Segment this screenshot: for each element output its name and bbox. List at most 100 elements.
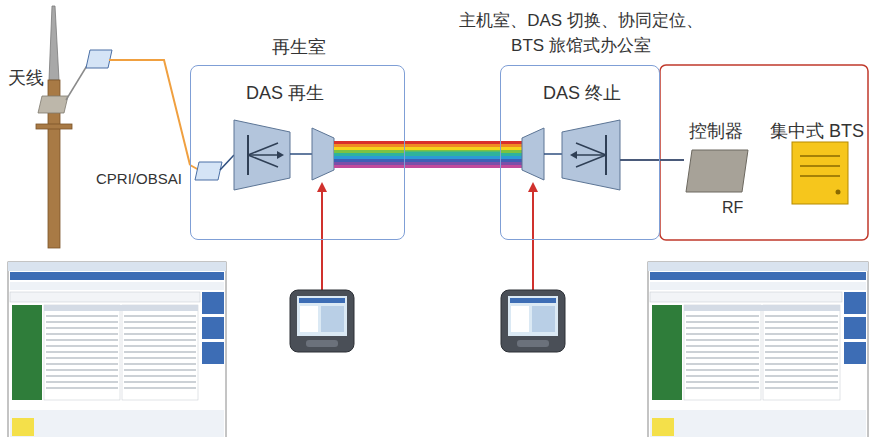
test-screenshot	[10, 272, 224, 280]
test-screenshot	[652, 418, 674, 436]
fiber-bundle	[334, 156, 522, 159]
termination-equipment	[544, 153, 562, 155]
signal-label: RF	[722, 198, 743, 217]
handheld-tester	[321, 306, 344, 332]
fiber-bundle	[334, 141, 522, 168]
fiber-bundle	[334, 147, 522, 150]
regen-equipment	[248, 154, 280, 156]
test-screenshot	[202, 317, 224, 339]
antenna-pole	[86, 50, 112, 68]
test-screenshot	[10, 292, 200, 302]
fiber-bundle	[334, 162, 522, 165]
antenna-label: 天线	[8, 67, 44, 90]
handheld-tester	[517, 340, 549, 347]
test-arrows	[532, 190, 534, 290]
antenna-pole	[36, 124, 72, 129]
fiber-bundle	[334, 141, 522, 144]
handheld-tester	[290, 290, 354, 352]
termination-equipment	[562, 120, 620, 190]
test-screenshot	[648, 262, 868, 437]
test-screenshot	[8, 262, 226, 437]
test-screenshot	[46, 316, 196, 388]
regen-equipment	[248, 155, 278, 167]
room-heading: 主机室、DAS 切换、协同定位、 BTS 旅馆式办公室	[446, 8, 716, 58]
bts-server-icon	[792, 142, 848, 204]
termination-equipment	[576, 143, 606, 155]
fiber-bundle	[334, 165, 522, 168]
regen-equipment	[248, 143, 278, 155]
handheld-tester	[532, 306, 555, 332]
test-arrows	[528, 182, 538, 192]
handheld-tester	[511, 306, 529, 332]
test-screenshot	[648, 262, 868, 271]
das-termination-box: 主机室、DAS 切换、协同定位、 BTS 旅馆式办公室DAS 终止	[500, 65, 660, 240]
handheld-tester	[501, 290, 565, 352]
bts-server-icon	[836, 190, 841, 195]
test-screenshot	[650, 282, 866, 290]
rf-link	[660, 159, 684, 161]
device-label: 控制器	[684, 120, 748, 143]
controller-icon	[686, 150, 748, 192]
bts-server-icon	[800, 175, 840, 177]
fiber-bundle	[334, 144, 522, 147]
test-screenshot	[684, 305, 840, 311]
test-screenshot	[648, 262, 868, 437]
box-label: DAS 终止	[543, 82, 621, 105]
host-room-outline	[660, 65, 868, 240]
regen-equipment	[190, 120, 334, 190]
regen-equipment	[234, 120, 290, 190]
test-screenshot	[202, 292, 224, 314]
handheld-tester	[510, 298, 556, 303]
termination-equipment	[574, 154, 606, 156]
bts-server-icon	[800, 165, 840, 167]
handheld-tester	[300, 306, 318, 332]
fiber-bundle	[334, 153, 522, 156]
regen-equipment	[312, 128, 334, 180]
regen-room-box: 再生室DAS 再生	[190, 65, 405, 240]
test-screenshot	[844, 342, 866, 364]
test-screenshot	[650, 292, 842, 302]
test-screenshot	[650, 410, 866, 437]
test-arrows	[317, 182, 327, 192]
regen-equipment	[277, 151, 284, 159]
handheld-tester	[508, 296, 558, 336]
antenna-pole	[49, 6, 59, 80]
termination-equipment	[522, 128, 544, 180]
test-screenshot	[8, 262, 226, 437]
test-screenshot	[652, 305, 682, 400]
box-label: DAS 再生	[246, 82, 324, 105]
test-arrows	[317, 182, 538, 290]
controller-node: 控制器	[684, 114, 748, 196]
central-bts-node: 集中式 BTS	[766, 114, 869, 206]
test-screenshot	[44, 305, 198, 311]
test-screenshot	[202, 342, 224, 364]
handheld-tester	[501, 290, 565, 352]
cpri-link	[114, 60, 190, 165]
termination-equipment	[570, 151, 577, 159]
regen-equipment	[195, 162, 222, 180]
handheld-tester	[299, 298, 345, 303]
termination-equipment	[522, 120, 660, 190]
bts-server-icon	[800, 155, 840, 157]
handheld-tester	[306, 340, 338, 347]
test-screenshot	[844, 317, 866, 339]
test-screenshot	[12, 418, 34, 436]
antenna-node: 天线	[2, 40, 114, 250]
test-screenshot	[12, 305, 42, 400]
handheld-tester	[297, 296, 347, 336]
room-heading: 再生室	[191, 36, 406, 59]
test-arrows	[321, 190, 323, 290]
regen-equipment	[290, 153, 312, 155]
test-screenshot	[10, 282, 224, 290]
regen-equipment	[220, 155, 234, 170]
test-screenshot	[8, 262, 226, 271]
test-screenshot	[844, 292, 866, 314]
interface-label: CPRI/OBSAI	[96, 170, 182, 188]
bts-server-icon	[792, 142, 848, 204]
termination-equipment	[576, 155, 606, 167]
fiber-link	[405, 152, 500, 155]
fiber-bundle	[334, 150, 522, 153]
test-screenshot	[650, 272, 866, 280]
